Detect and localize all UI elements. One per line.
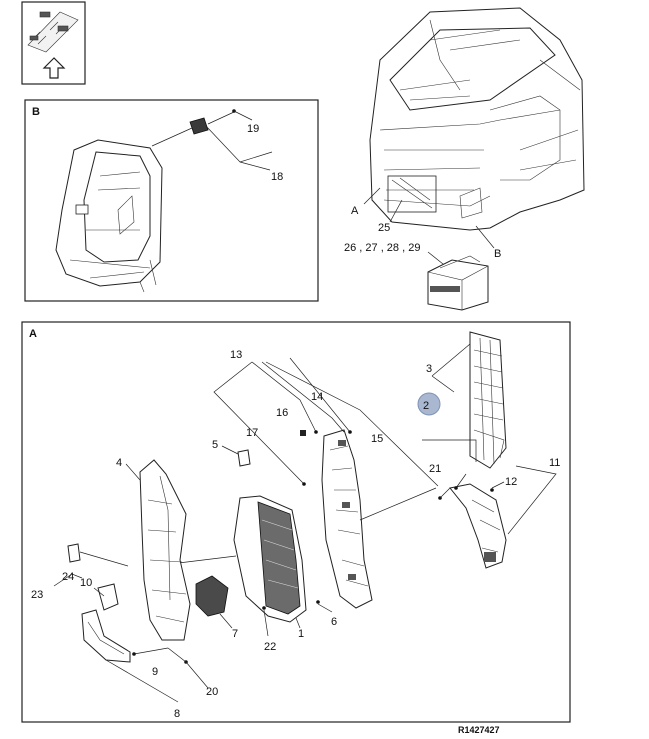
callout-5: 5 [212,439,218,451]
box-b-title: B [32,106,40,118]
callout-23: 23 [31,589,43,601]
callout-11: 11 [549,457,560,469]
cab-assembly: A 25 B [351,7,585,260]
callout-17: 17 [246,427,258,439]
callout-25: 25 [378,222,390,234]
callout-10: 10 [80,577,92,589]
callout-22: 22 [264,641,276,653]
callout-12: 12 [505,476,517,488]
callout-6: 6 [331,616,337,628]
callout-20: 20 [206,686,218,698]
detail-box-a: A 2 3 21 12 11 6 [21,321,571,723]
callout-9: 9 [152,666,158,678]
nav-thumbnail[interactable] [21,1,86,85]
callout-3: 3 [426,363,432,375]
callout-1: 1 [298,628,304,640]
callout-18: 18 [271,171,283,183]
callout-7: 7 [232,628,238,640]
callout-13: 13 [230,349,242,361]
callout-8: 8 [174,708,180,720]
kit-box: 26 , 27 , 28 , 29 [344,242,489,311]
callout-kit: 26 , 27 , 28 , 29 [344,242,420,254]
callout-21: 21 [429,463,441,475]
up-arrow-icon[interactable] [42,57,66,79]
callout-14: 14 [311,391,323,403]
callout-2: 2 [423,400,429,412]
callout-b-cab: B [494,248,501,260]
box-a-title: A [29,328,37,340]
callout-16: 16 [276,407,288,419]
callout-24: 24 [62,571,74,583]
reference-number: R1427427 [458,725,500,735]
detail-box-b: B 19 18 [24,99,319,302]
callout-19: 19 [247,123,259,135]
callout-a-cab: A [351,205,359,217]
callout-15: 15 [371,433,383,445]
callout-4: 4 [116,457,122,469]
highlight-marker[interactable] [417,392,441,416]
